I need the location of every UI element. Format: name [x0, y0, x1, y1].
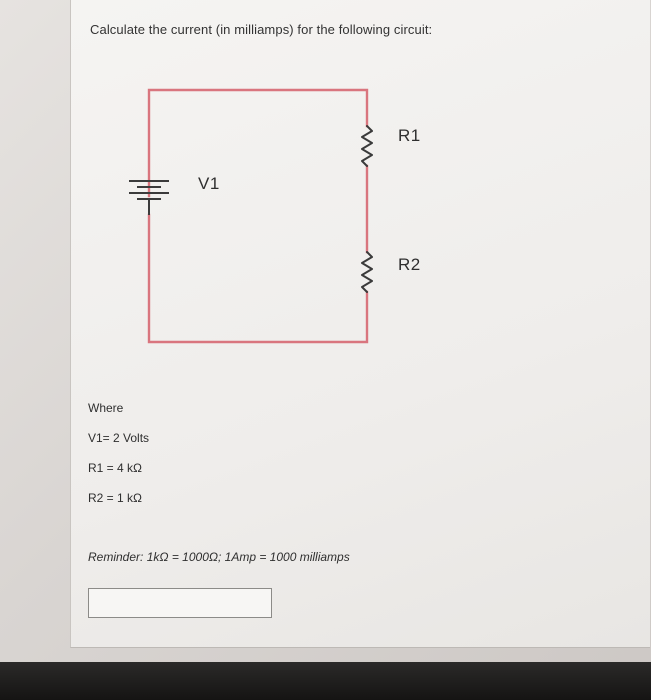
where-heading: Where [88, 401, 124, 415]
v1-label: V1 [198, 174, 220, 193]
r1-label: R1 [398, 126, 421, 145]
resistor-r2-value: R2 = 1 kΩ [88, 491, 142, 505]
bottom-wire [147, 213, 369, 344]
bottom-screen-bar [0, 662, 651, 700]
top-wire [147, 88, 369, 198]
reminder-text: Reminder: 1kΩ = 1000Ω; 1Amp = 1000 milli… [88, 550, 350, 564]
circuit-diagram [129, 88, 373, 344]
resistor-r1 [361, 125, 373, 167]
resistor-r1-value: R1 = 4 kΩ [88, 461, 142, 475]
question-card: Calculate the current (in milliamps) for… [70, 0, 650, 648]
battery-v1 [129, 180, 169, 215]
question-prompt: Calculate the current (in milliamps) for… [90, 22, 433, 37]
r2-label: R2 [398, 255, 421, 274]
answer-input[interactable] [88, 588, 272, 618]
voltage-value: V1= 2 Volts [88, 431, 150, 445]
resistor-r2 [361, 251, 373, 293]
